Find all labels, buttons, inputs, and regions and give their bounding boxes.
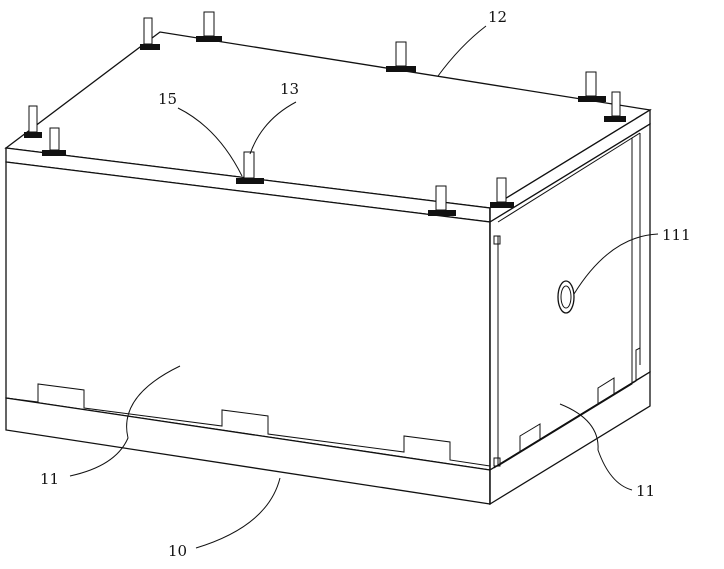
label-111: 111 <box>662 226 691 244</box>
label-11-right: 11 <box>636 482 655 500</box>
bracket-rear-left-b <box>196 12 222 42</box>
label-10: 10 <box>168 542 187 560</box>
bracket-rear-middle <box>386 42 416 72</box>
label-12: 12 <box>488 8 507 26</box>
label-13: 13 <box>280 80 299 98</box>
label-15: 15 <box>158 90 177 108</box>
leader-10 <box>196 478 280 548</box>
label-11-front: 11 <box>40 470 59 488</box>
bracket-front-left-a <box>24 106 42 138</box>
leader-12 <box>438 26 486 76</box>
bracket-rear-right-a <box>578 72 606 102</box>
